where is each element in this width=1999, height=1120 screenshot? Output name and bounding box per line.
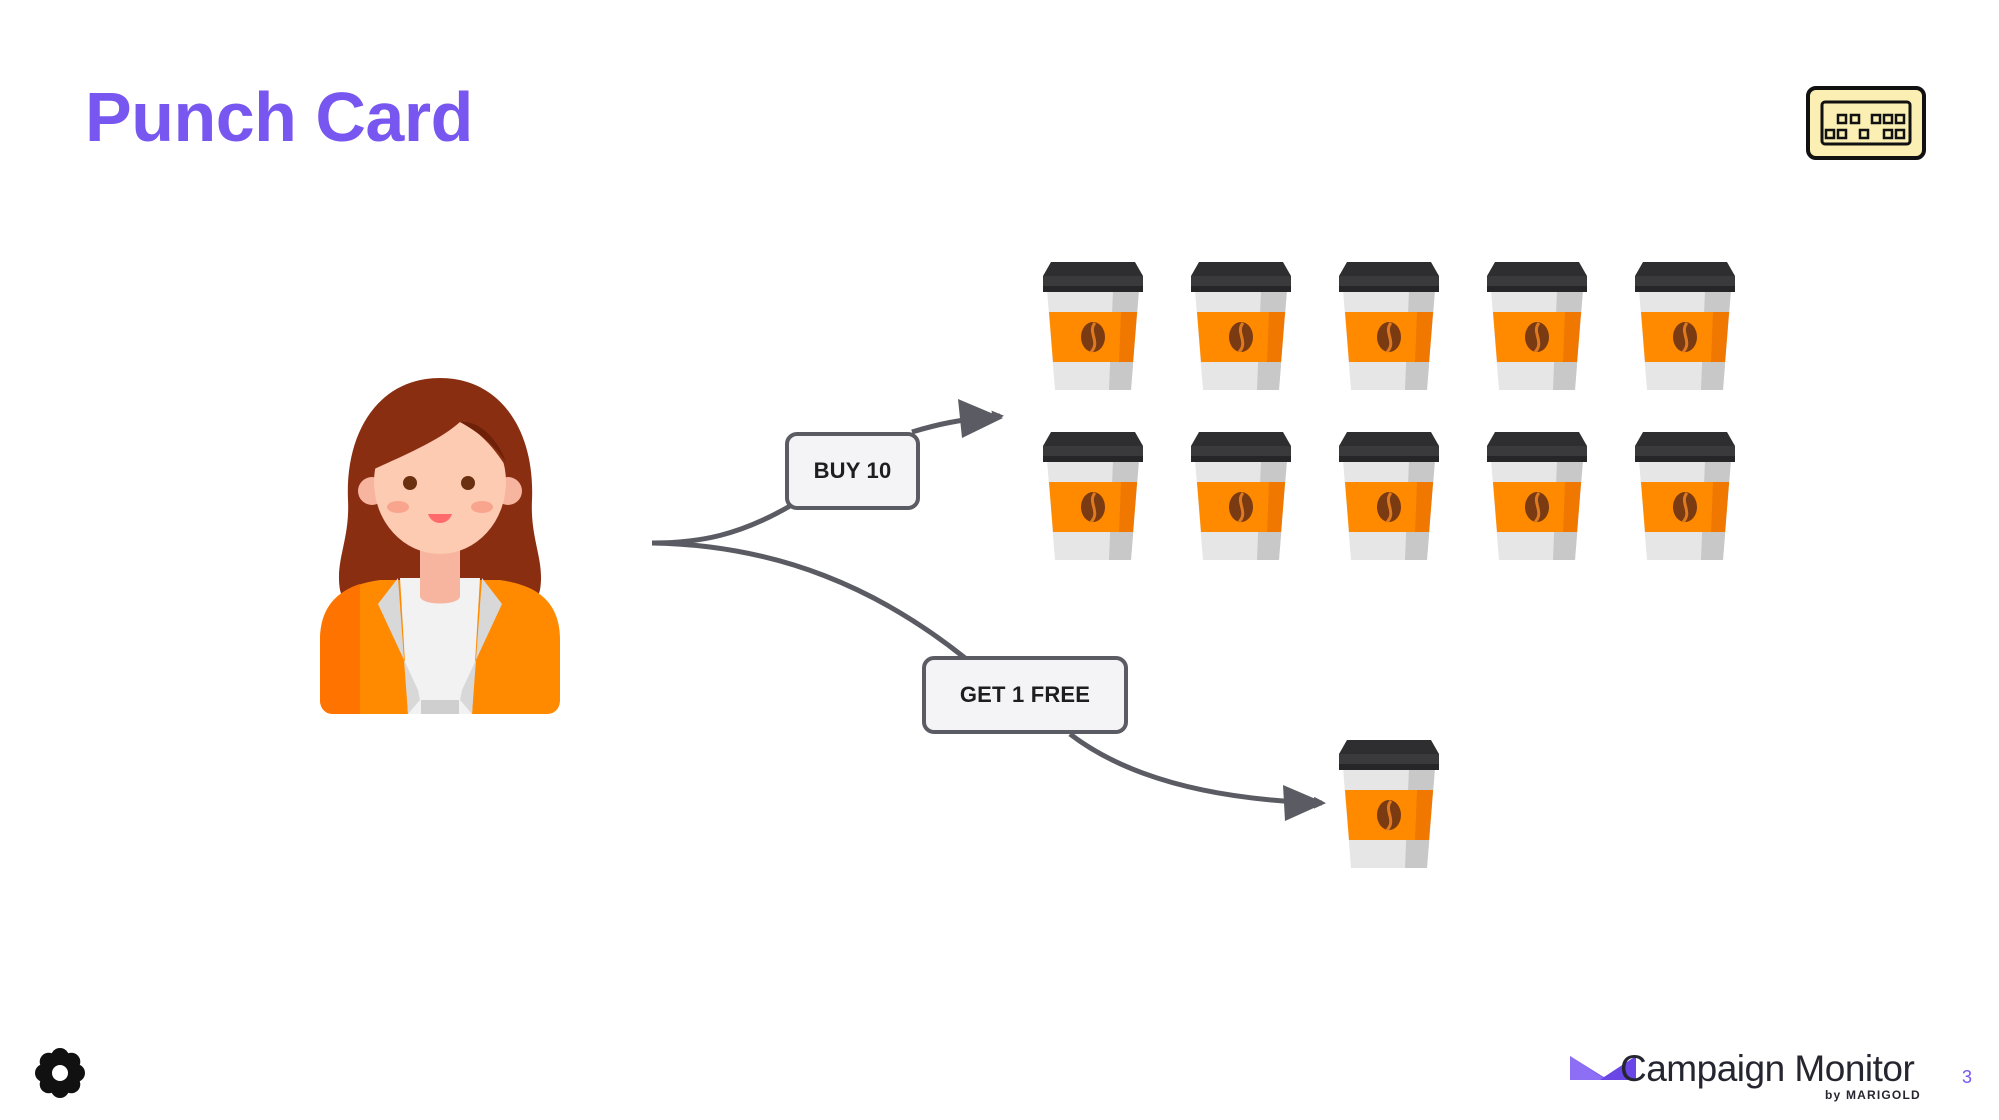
coffee-cup-icon xyxy=(1189,260,1293,392)
get-one-free-label: GET 1 FREE xyxy=(922,656,1128,734)
coffee-cup-icon xyxy=(1337,260,1441,392)
brand-name: Campaign Monitor xyxy=(1620,1048,1915,1089)
brand-sub: by MARIGOLD xyxy=(1825,1088,1921,1102)
coffee-cup-icon xyxy=(1633,430,1737,562)
coffee-cup-icon xyxy=(1485,430,1589,562)
coffee-cup-icon xyxy=(1041,430,1145,562)
arrowhead-bottom xyxy=(1283,785,1325,821)
gear-icon xyxy=(35,1048,85,1098)
punch-card-icon xyxy=(1806,86,1926,160)
purchased-cups xyxy=(1041,260,1737,562)
coffee-cup-icon xyxy=(1633,260,1737,392)
buy-ten-label: BUY 10 xyxy=(785,432,920,510)
flow-line-to-buy xyxy=(651,503,792,546)
customer-avatar xyxy=(320,378,560,714)
flow-line-to-free xyxy=(651,540,967,660)
coffee-cup-icon xyxy=(1337,430,1441,562)
page-number: 3 xyxy=(1962,1067,1973,1087)
coffee-cup-icon xyxy=(1041,260,1145,392)
slide-title: Punch Card xyxy=(85,78,473,156)
free-coffee-cup-icon xyxy=(1337,738,1441,870)
coffee-cup-icon xyxy=(1485,260,1589,392)
arrowhead-top xyxy=(958,399,1003,438)
envelope-icon xyxy=(1570,1056,1636,1080)
arrow-to-free-cup xyxy=(1068,732,1326,809)
coffee-cup-icon xyxy=(1189,430,1293,562)
